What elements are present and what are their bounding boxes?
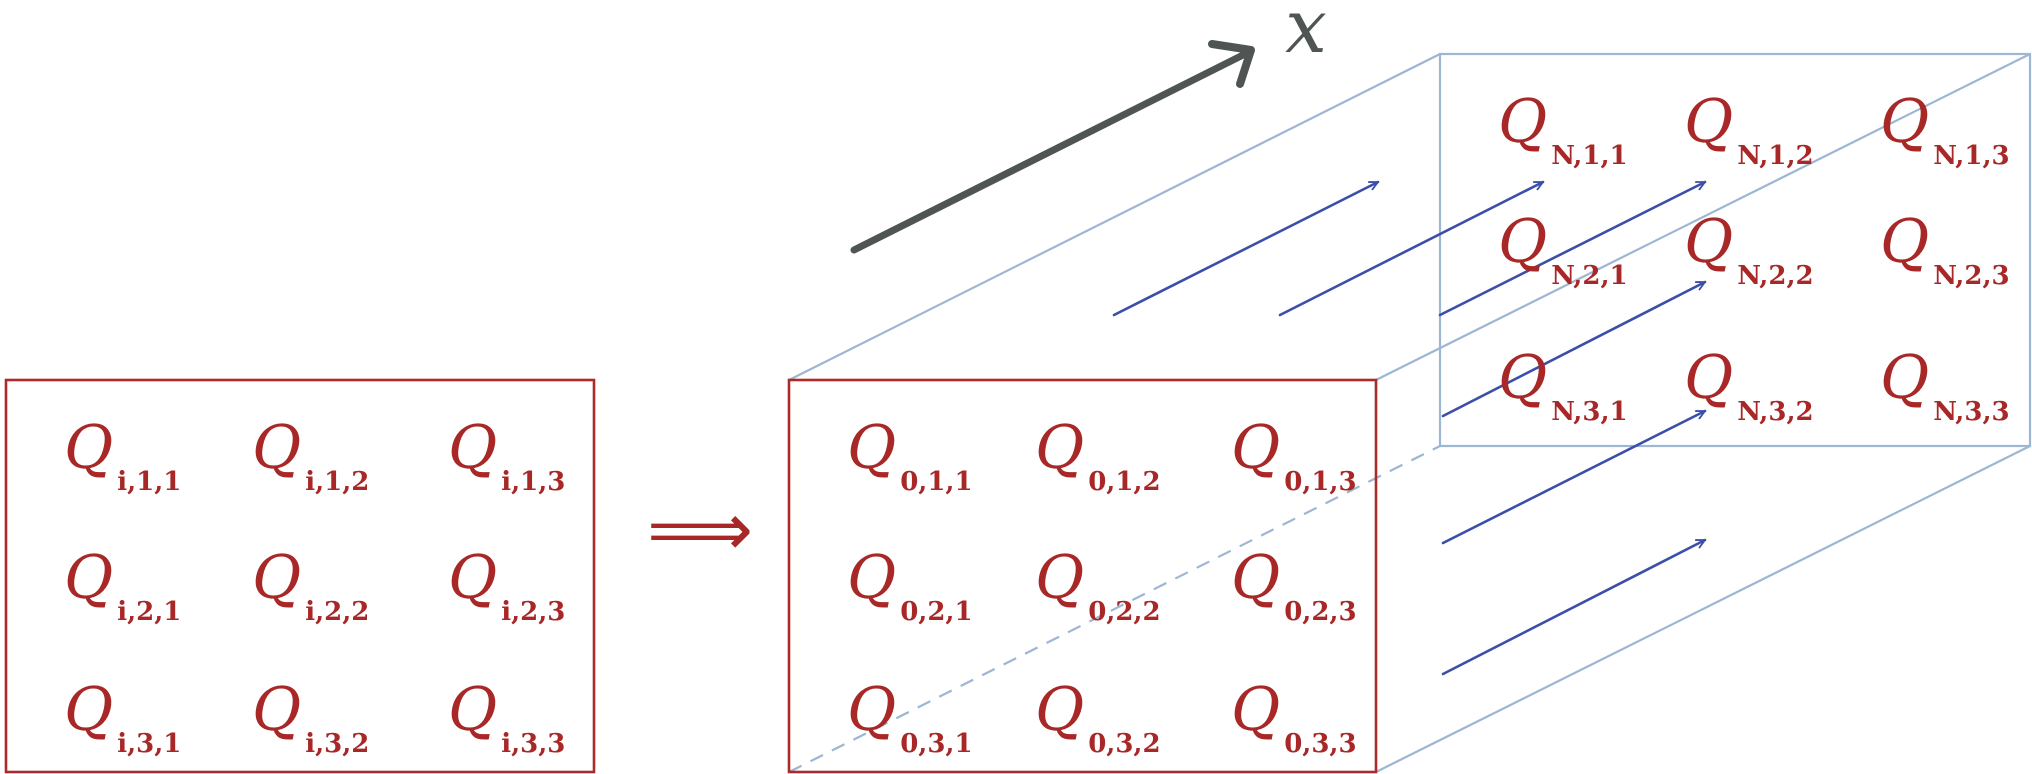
edge-top-left	[788, 53, 1441, 381]
back-face	[1438, 52, 2032, 448]
edge-hidden-diagonal	[788, 445, 1441, 773]
x-axis-arrow	[850, 40, 1255, 254]
left-matrix-frame	[4, 378, 596, 774]
flow-arrow	[1112, 180, 1380, 317]
flow-arrow	[1441, 538, 1707, 676]
flow-arrow	[1278, 180, 1545, 317]
edge-bottom-right	[1375, 445, 2031, 773]
front-face-frame	[787, 378, 1378, 774]
edge-top-right	[1375, 53, 2031, 381]
flow-arrow	[1441, 409, 1707, 545]
prism-edges	[788, 52, 2032, 773]
implies-symbol: ⟹	[647, 487, 753, 573]
flow-arrows	[1112, 180, 1707, 676]
flow-arrow	[1438, 180, 1707, 317]
flow-arrow	[1441, 280, 1707, 418]
x-axis-label: x	[1285, 0, 1327, 70]
